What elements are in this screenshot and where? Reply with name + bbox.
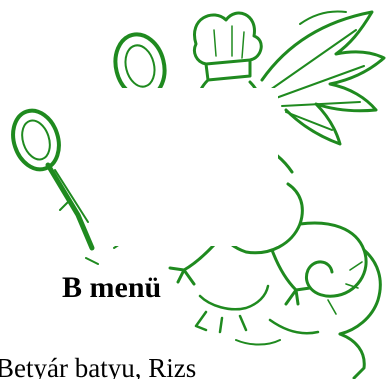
menu-title: B menü xyxy=(62,271,162,304)
content-panel xyxy=(108,88,278,246)
menu-item-text: Betyár batyu, Rizs xyxy=(0,353,197,379)
